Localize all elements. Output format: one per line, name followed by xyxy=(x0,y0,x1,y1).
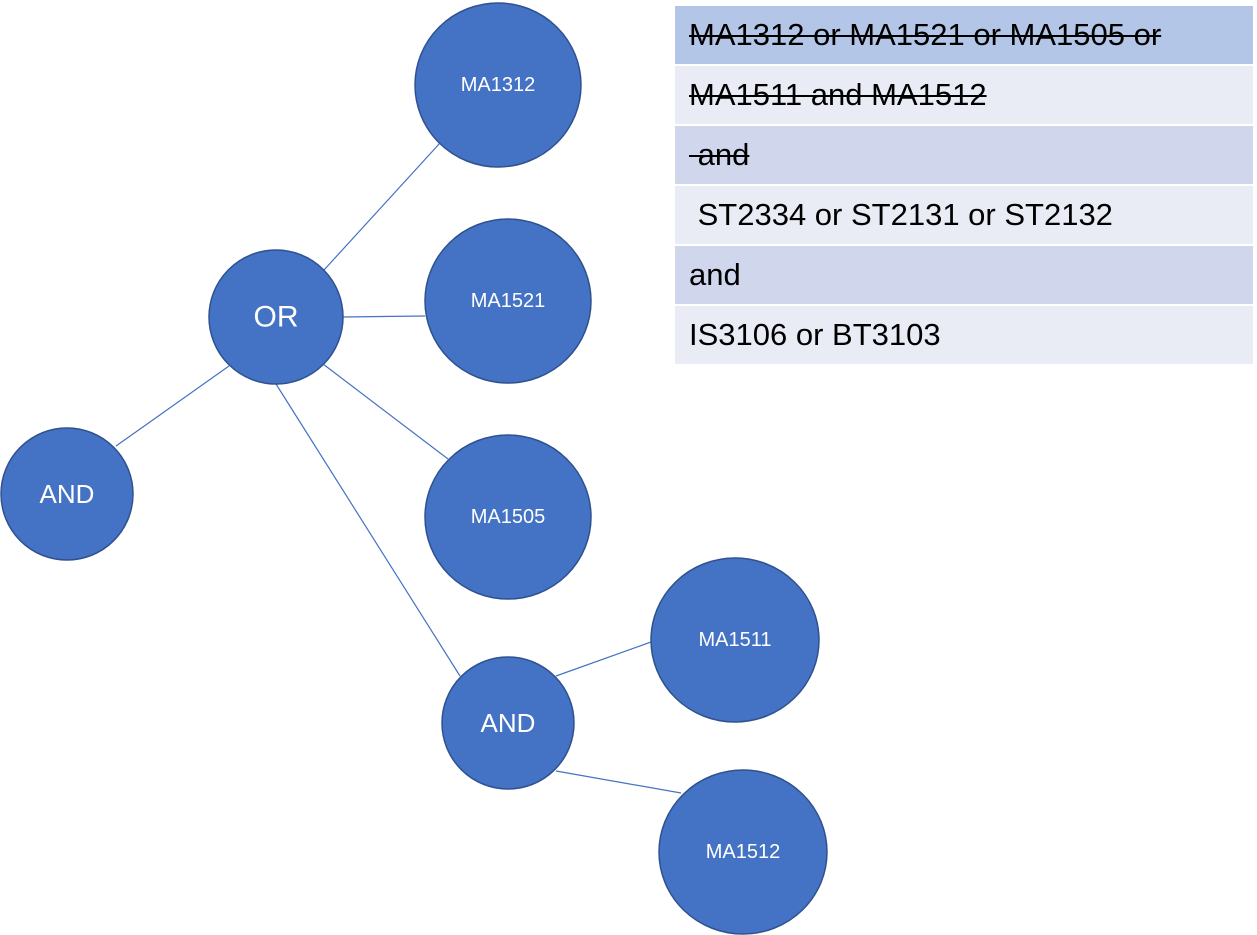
node-circle-and-root xyxy=(0,427,134,561)
requirement-row-3: and xyxy=(675,126,1253,186)
node-circle-or xyxy=(208,249,344,385)
node-label-and-root: AND xyxy=(40,479,95,509)
requirement-text-3: and xyxy=(689,137,750,172)
node-label-ma1512: MA1512 xyxy=(706,841,781,863)
edge-or-to-ma1312 xyxy=(323,142,441,271)
requirement-row-6: IS3106 or BT3103 xyxy=(675,306,1253,366)
requirement-text-5: and xyxy=(689,257,741,292)
node-circle-ma1505 xyxy=(424,434,592,600)
edge-and-sub-to-ma1512 xyxy=(555,770,682,794)
requirements-table: MA1312 or MA1521 or MA1505 or MA1511 and… xyxy=(675,6,1253,366)
requirement-text-1: MA1312 or MA1521 or MA1505 or xyxy=(689,17,1162,52)
requirement-text-2: MA1511 and MA1512 xyxy=(689,77,987,112)
node-circle-ma1312 xyxy=(414,2,582,168)
node-and-root: AND xyxy=(0,427,134,561)
node-circle-ma1521 xyxy=(424,218,592,384)
edge-or-to-and-sub xyxy=(275,383,461,677)
node-circle-and-sub xyxy=(441,656,575,790)
node-label-ma1511: MA1511 xyxy=(698,629,771,651)
requirement-text-4: ST2334 or ST2131 or ST2132 xyxy=(689,197,1113,232)
node-label-and-sub: AND xyxy=(481,708,536,738)
node-label-ma1312: MA1312 xyxy=(461,74,536,96)
node-ma1512: MA1512 xyxy=(658,769,828,935)
node-ma1312: MA1312 xyxy=(414,2,582,168)
tree-edges xyxy=(115,142,682,794)
node-ma1511: MA1511 xyxy=(650,557,820,723)
node-label-ma1521: MA1521 xyxy=(471,290,546,312)
node-or: OR xyxy=(208,249,344,385)
node-ma1521: MA1521 xyxy=(424,218,592,384)
edge-or-to-ma1505 xyxy=(322,363,449,460)
requirement-text-6: IS3106 or BT3103 xyxy=(689,317,941,352)
node-label-or: OR xyxy=(254,301,299,334)
requirement-row-4: ST2334 or ST2131 or ST2132 xyxy=(675,186,1253,246)
node-and-sub: AND xyxy=(441,656,575,790)
requirement-row-2: MA1511 and MA1512 xyxy=(675,66,1253,126)
requirement-row-1: MA1312 or MA1521 or MA1505 or xyxy=(675,6,1253,66)
node-circle-ma1511 xyxy=(650,557,820,723)
node-label-ma1505: MA1505 xyxy=(471,506,546,528)
edge-and-sub-to-ma1511 xyxy=(555,641,652,677)
edge-and-root-to-or xyxy=(115,365,230,447)
requirement-row-5: and xyxy=(675,246,1253,306)
node-ma1505: MA1505 xyxy=(424,434,592,600)
edge-or-to-ma1521 xyxy=(342,315,426,318)
node-circle-ma1512 xyxy=(658,769,828,935)
